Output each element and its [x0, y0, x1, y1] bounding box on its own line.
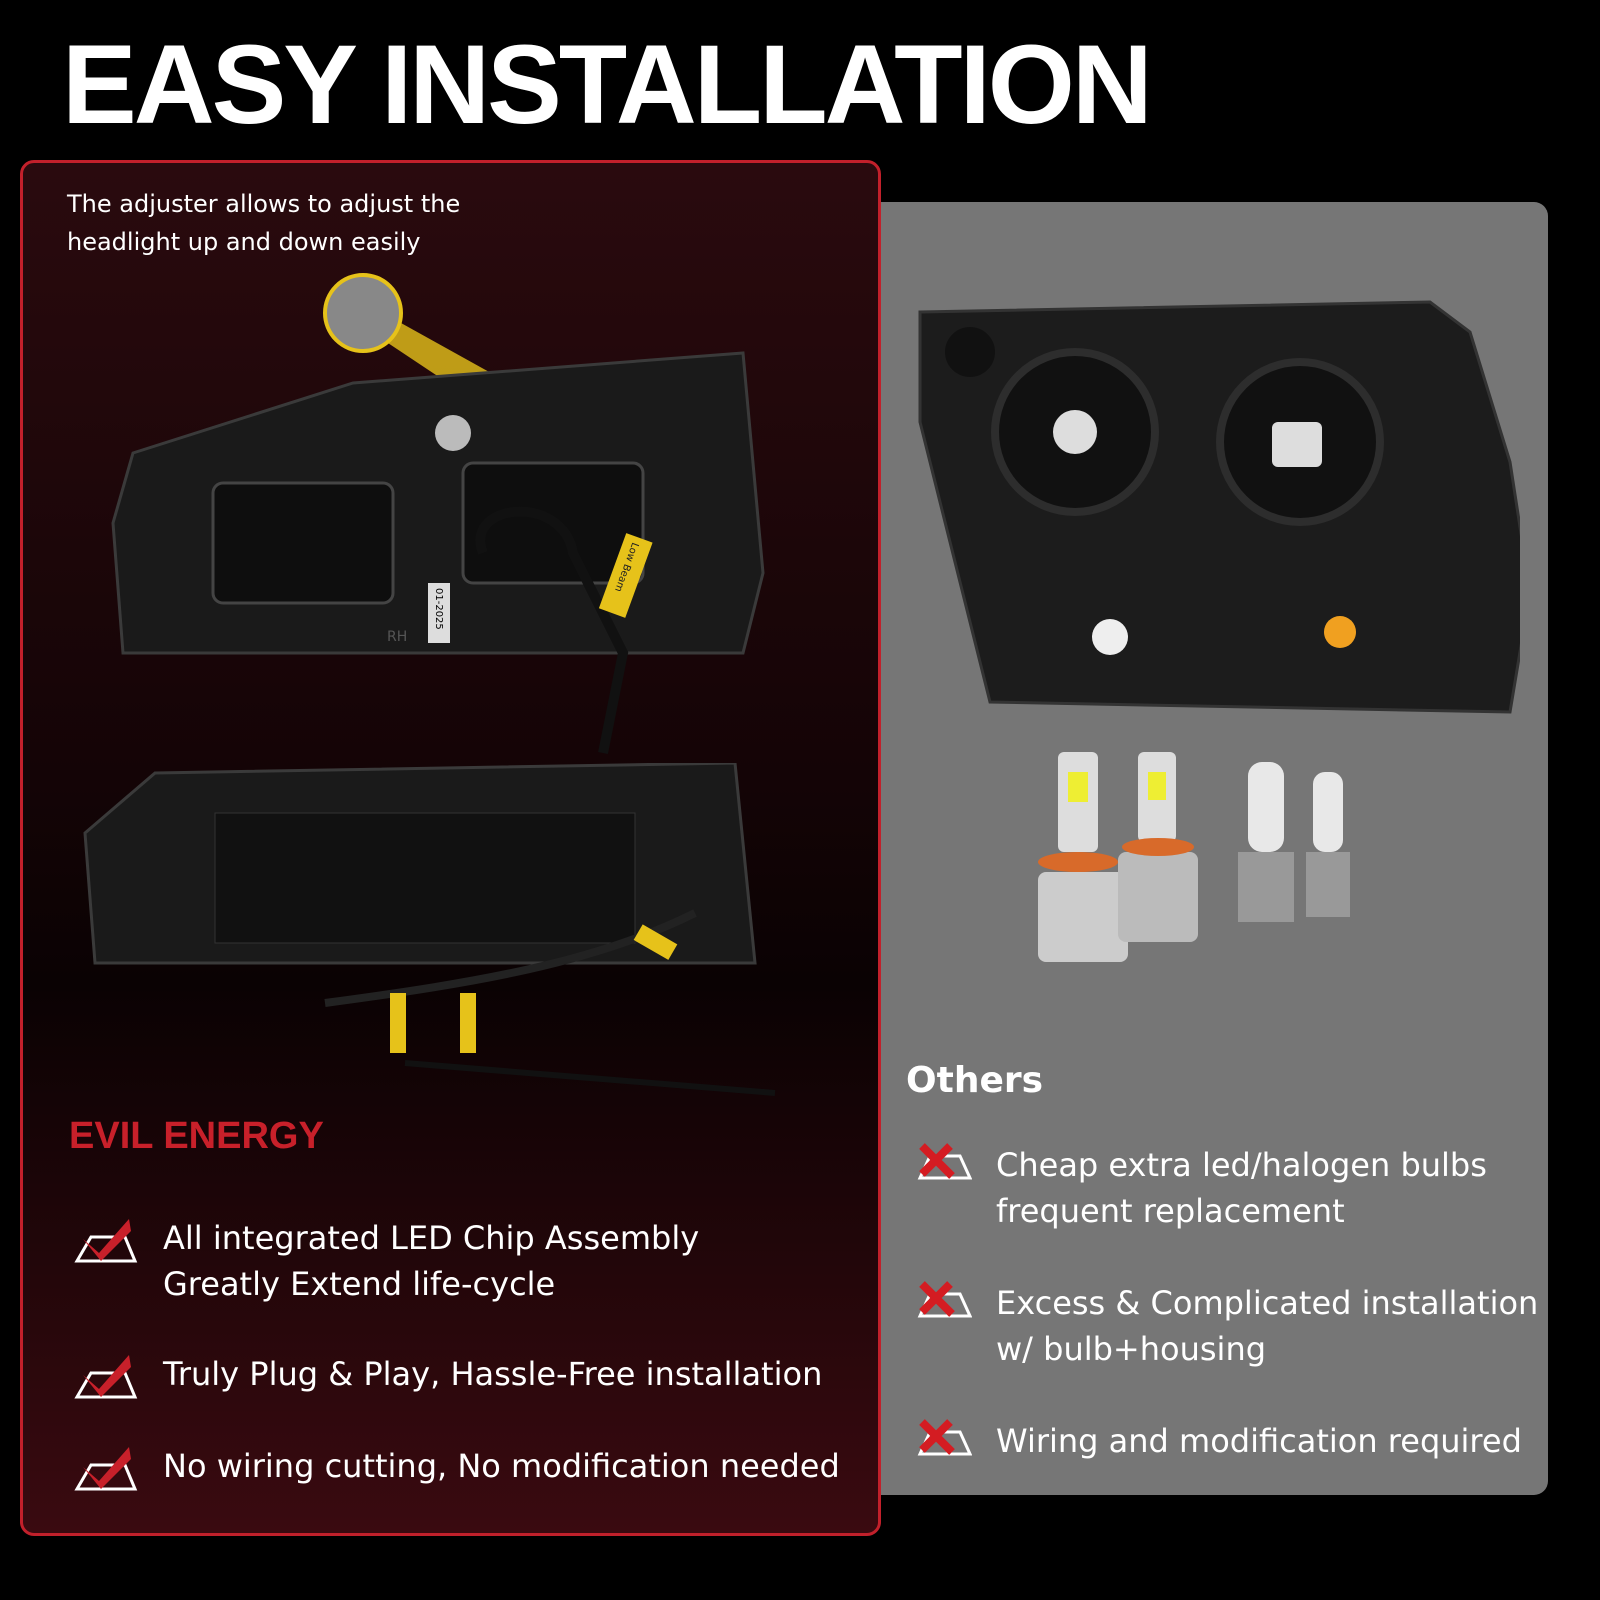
feature-item: Truly Plug & Play, Hassle-Free installat… [73, 1351, 822, 1401]
adjuster-note: The adjuster allows to adjust the headli… [67, 190, 461, 256]
check-mark-icon [74, 1219, 138, 1263]
replacement-bulbs-image [1038, 752, 1350, 962]
led-headlight-rear-image: RH 01-2025 Low Beam [111, 273, 765, 754]
evil-energy-panel: The adjuster allows to adjust the headli… [20, 160, 881, 1536]
date-tag: 01-2025 [433, 588, 444, 630]
oem-headlight-rear-image [918, 300, 1520, 714]
drawback-item: Wiring and modification required [908, 1418, 1522, 1464]
x-mark-icon [917, 1419, 972, 1456]
led-bumper-light-rear-image [83, 763, 776, 1096]
x-mark-icon [917, 1143, 972, 1180]
feature-item: No wiring cutting, No modification neede… [73, 1443, 840, 1493]
x-mark-icon [917, 1281, 972, 1318]
page-title: EASY INSTALLATION [62, 22, 1153, 147]
check-mark-icon [74, 1355, 138, 1399]
check-mark-icon [74, 1447, 138, 1491]
brand-name: EVIL ENERGY [69, 1115, 324, 1157]
others-heading: Others [906, 1060, 1044, 1101]
side-mark: RH [387, 629, 407, 645]
